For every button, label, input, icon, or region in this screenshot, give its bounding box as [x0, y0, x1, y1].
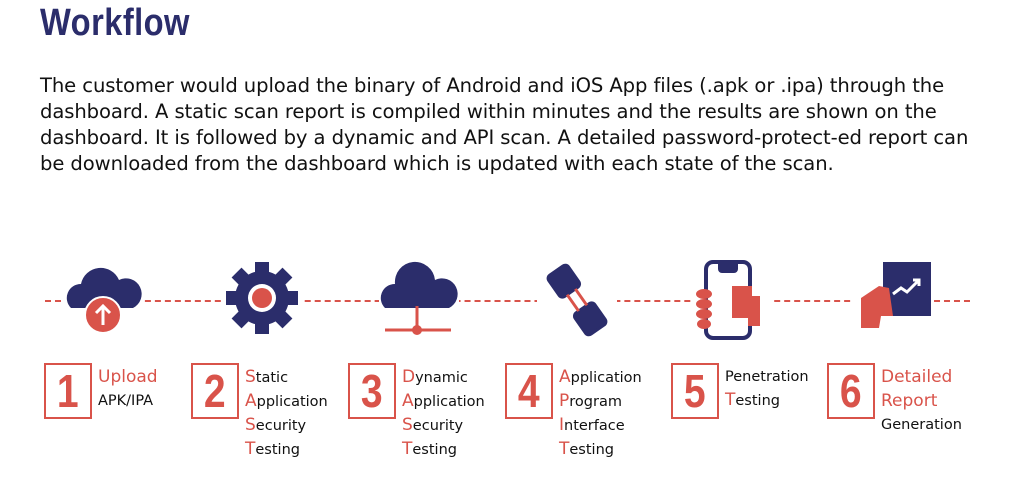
step-label-line: Program [559, 390, 642, 414]
cloud-upload-icon [63, 258, 143, 342]
step-label-line: Report [881, 390, 962, 414]
hand-phone-icon [692, 258, 772, 342]
body-text: esting [412, 442, 457, 458]
body-text: esting [255, 442, 300, 458]
cloud-network-icon [379, 258, 459, 342]
gear-icon [222, 258, 302, 342]
highlight-text: T [725, 390, 736, 410]
step-number: 5 [684, 365, 706, 417]
highlight-text: Detailed [881, 367, 953, 387]
step-label-line: Testing [402, 438, 485, 462]
step-label-line: Testing [725, 389, 809, 413]
highlight-text: T [559, 439, 570, 459]
step-number-box: 3 [348, 363, 396, 419]
step-label-line: APK/IPA [98, 390, 158, 413]
body-text: nterface [564, 418, 625, 434]
highlight-text: A [402, 391, 414, 411]
body-text: tatic [255, 370, 289, 386]
body-text: ecurity [412, 418, 464, 434]
step-label-line: Generation [881, 414, 962, 437]
highlight-text: Report [881, 391, 938, 411]
step-label-line: Static [245, 366, 328, 390]
step-label-line: Application [559, 366, 642, 390]
step-number: 6 [840, 365, 862, 417]
body-text: rogram [569, 394, 622, 410]
plug-icon [537, 258, 617, 342]
highlight-text: T [402, 439, 413, 459]
step-number-box: 4 [505, 363, 553, 419]
body-text: esting [569, 442, 614, 458]
step-label-line: Upload [98, 366, 158, 390]
step-label-line: Testing [245, 438, 328, 462]
body-text: Penetration [725, 369, 809, 385]
step-number-box: 2 [191, 363, 239, 419]
step-label-line: Security [245, 414, 328, 438]
highlight-text: A [559, 367, 571, 387]
step-number-box: 5 [671, 363, 719, 419]
step-label-line: Security [402, 414, 485, 438]
step-label-line: Dynamic [402, 366, 485, 390]
body-text: pplication [570, 370, 642, 386]
step-number: 2 [204, 365, 226, 417]
highlight-text: S [245, 415, 256, 435]
step-number: 3 [361, 365, 383, 417]
highlight-text: T [245, 439, 256, 459]
step-label-line: Application [245, 390, 328, 414]
body-text: pplication [256, 394, 328, 410]
highlight-text: S [245, 367, 256, 387]
body-text: APK/IPA [98, 393, 154, 409]
body-text: Generation [881, 417, 962, 433]
timeline-dashed-line [45, 300, 970, 302]
highlight-text: A [245, 391, 257, 411]
body-text: ynamic [415, 370, 468, 386]
body-text: pplication [413, 394, 485, 410]
step-label-line: Testing [559, 438, 642, 462]
page-title: Workflow [40, 2, 190, 44]
body-text: ecurity [255, 418, 307, 434]
step-number-box: 6 [827, 363, 875, 419]
highlight-text: S [402, 415, 413, 435]
body-text: esting [735, 393, 780, 409]
step-label-line: Interface [559, 414, 642, 438]
step-label-line: Penetration [725, 366, 809, 389]
step-label-line: Application [402, 390, 485, 414]
step-number-box: 1 [44, 363, 92, 419]
highlight-text: D [402, 367, 416, 387]
step-label-line: Detailed [881, 366, 962, 390]
step-number: 1 [57, 365, 79, 417]
highlight-text: P [559, 391, 570, 411]
highlight-text: Upload [98, 367, 158, 387]
description-paragraph: The customer would upload the binary of … [40, 74, 969, 175]
step-number: 4 [518, 365, 540, 417]
hand-report-icon [853, 258, 933, 342]
highlight-text: I [559, 415, 565, 435]
